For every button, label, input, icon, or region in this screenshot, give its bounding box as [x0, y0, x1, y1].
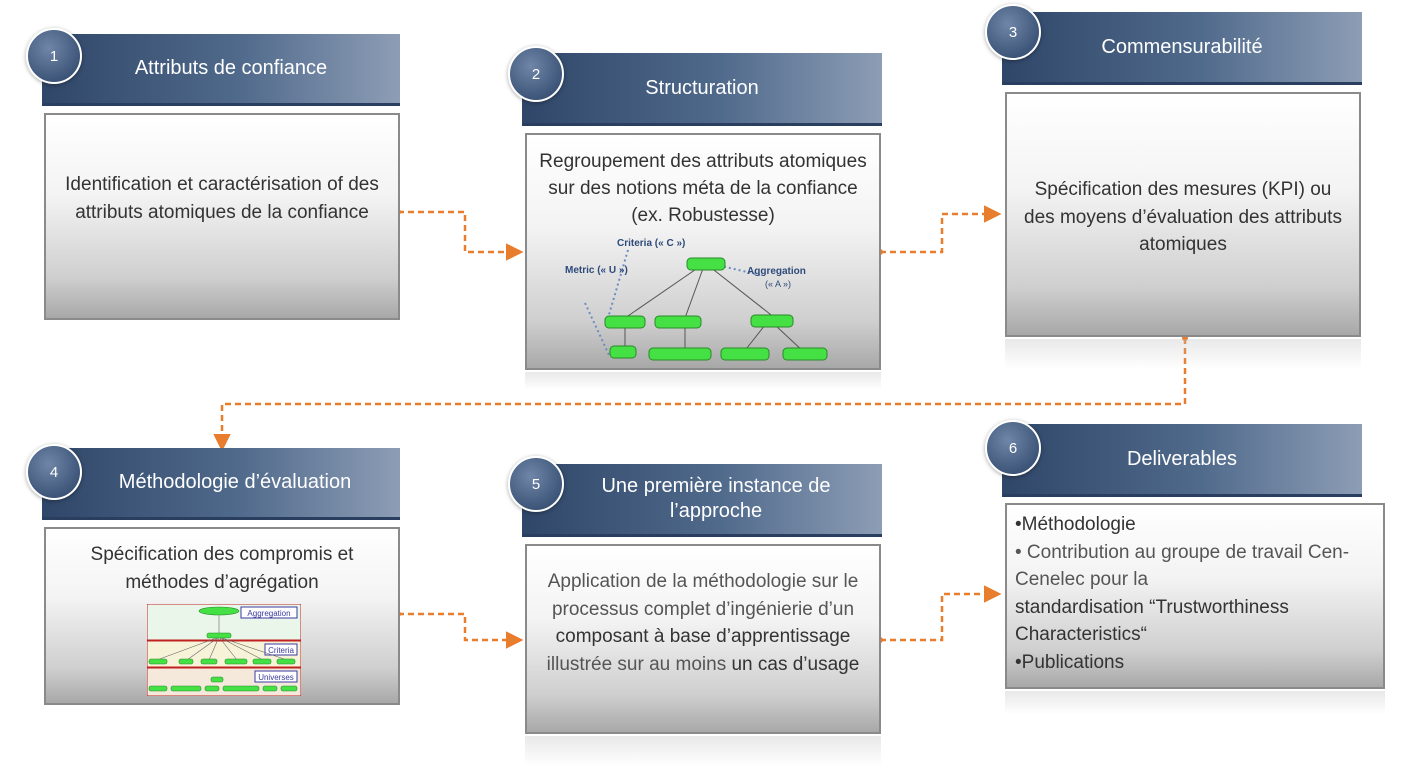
reflection [525, 372, 881, 390]
deliverable-item: standardisation “Trustworthiness Charact… [1015, 596, 1289, 646]
step-badge: 2 [508, 46, 564, 102]
step-badge: 1 [26, 28, 82, 84]
tree-node [604, 315, 646, 329]
body-highlight: un cas d’usage [731, 653, 860, 675]
arrow-4-to-5 [398, 612, 524, 649]
step-body: Identification et caractérisation of des… [65, 174, 379, 223]
step-title: Structuration [522, 53, 882, 126]
step-box: Regroupement des attributs atomiques sur… [525, 133, 881, 370]
step-badge: 4 [26, 444, 82, 500]
step-title: Méthodologie d’évaluation [42, 448, 400, 520]
tree-node [720, 347, 770, 361]
deliverable-item: • Contribution au groupe de travail Cen-… [1015, 541, 1350, 591]
tree-node [648, 347, 712, 361]
criteria-label: Criteria (« C ») [617, 238, 685, 249]
arrow-3-to-4 [213, 338, 1187, 452]
tree-node [750, 314, 794, 328]
step-body: Spécification des mesures (KPI) ou des m… [1024, 179, 1342, 256]
tree-node-root [686, 257, 726, 271]
step-title: Deliverables [1002, 424, 1362, 497]
aggregation-layers-diagram: Aggregation Criteria Universes [147, 604, 301, 696]
step-title: Commensurabilité [1002, 12, 1362, 85]
body-text: Application de la méthodologie sur le pr… [547, 571, 859, 620]
step-title: Une première instance de l’approche [522, 464, 882, 537]
reflection [525, 736, 881, 766]
arrow-5-to-6 [880, 585, 1002, 642]
step-badge: 6 [985, 420, 1041, 476]
step-body: Spécification des compromis et méthodes … [90, 544, 354, 593]
arrow-1-to-2 [398, 210, 524, 261]
aggregation-label: Aggregation [747, 266, 806, 277]
step-box: Identification et caractérisation of des… [44, 113, 400, 320]
tree-node [782, 347, 828, 361]
step-body: Application de la méthodologie sur le pr… [537, 568, 869, 678]
criteria-tree-diagram: Criteria (« C ») Metric (« U ») Aggregat… [565, 238, 828, 361]
step-badge: 3 [985, 4, 1041, 60]
reflection [1005, 691, 1385, 715]
layer-label-criteria: Criteria [268, 646, 294, 655]
step-title: Attributs de confiance [42, 34, 400, 106]
step-box: Application de la méthodologie sur le pr… [525, 544, 881, 734]
deliverable-item: •Publications [1015, 651, 1125, 673]
tree-node [654, 315, 702, 329]
step-box: •Méthodologie • Contribution au groupe d… [1005, 503, 1385, 689]
body-highlight: composant à base d’apprentissage [555, 626, 851, 648]
layer-label-aggregation: Aggregation [247, 609, 290, 618]
step-box: Spécification des mesures (KPI) ou des m… [1005, 92, 1361, 337]
step-badge: 5 [508, 456, 564, 512]
aggregation-sublabel: (« A ») [765, 279, 791, 289]
deliverable-item: •Méthodologie [1015, 514, 1136, 535]
reflection [1005, 339, 1361, 369]
body-text: illustrée sur au moins [546, 653, 727, 675]
arrow-2-to-3 [880, 205, 1002, 254]
step-body: Regroupement des attributs atomiques sur… [539, 151, 867, 226]
tree-node [609, 345, 637, 359]
layer-label-universes: Universes [258, 673, 294, 682]
metric-label: Metric (« U ») [565, 265, 628, 276]
